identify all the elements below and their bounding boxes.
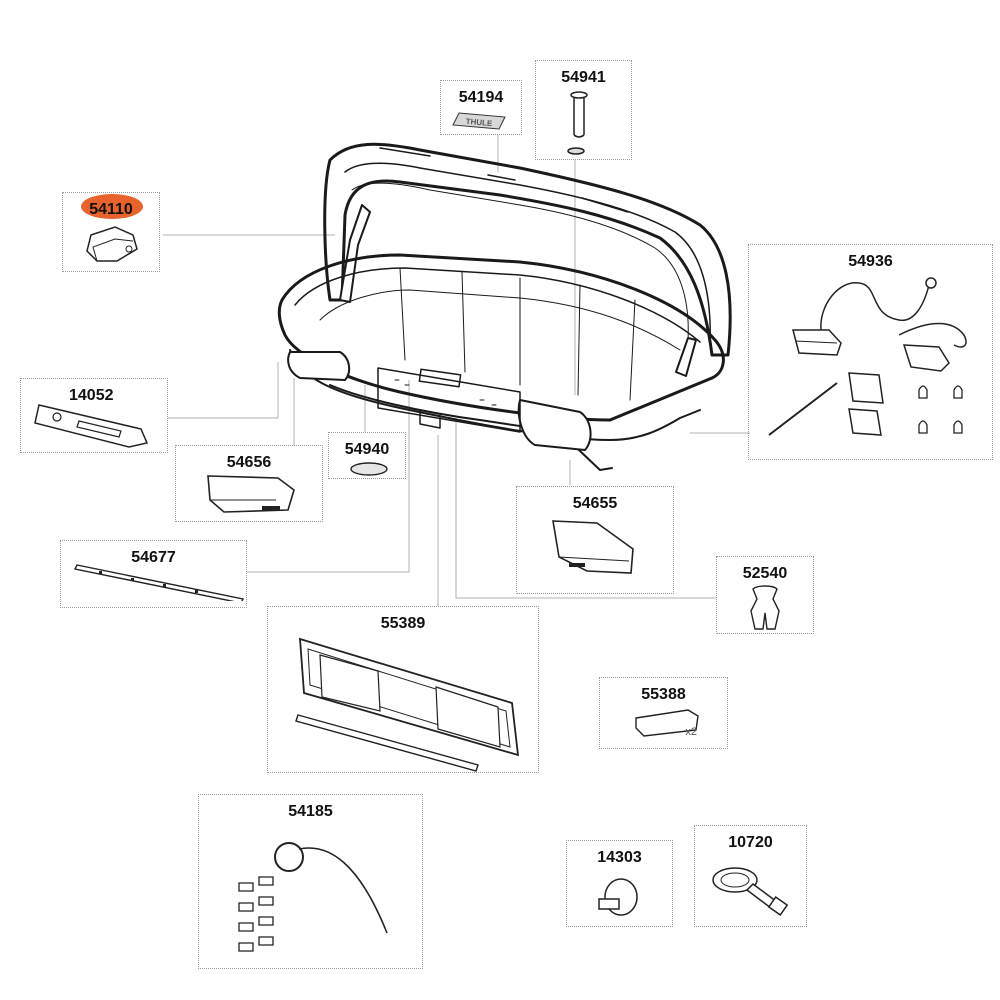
hinge-front: [339, 204, 371, 303]
hinge-rear: [675, 337, 697, 377]
part-number-54194: 54194: [458, 89, 504, 106]
highlight-marker: [81, 194, 143, 219]
part-box-54185[interactable]: 54185: [198, 794, 423, 969]
base-lower-shell: [329, 384, 613, 471]
lid-lifter-hinge-icon: [86, 226, 138, 262]
part-box-14303[interactable]: 14303: [566, 840, 673, 927]
part-number-10720: 10720: [728, 834, 773, 851]
part-box-14052[interactable]: 14052: [20, 378, 168, 453]
rear-light-housing-right-icon: [552, 520, 634, 574]
leader-14052: [168, 362, 279, 419]
part-box-54110[interactable]: 54110: [62, 192, 160, 272]
bottom-bracket: [419, 409, 441, 429]
part-box-54936[interactable]: 54936: [748, 244, 993, 460]
lid-inner-face: [351, 182, 689, 341]
part-number-52540: 52540: [742, 565, 788, 582]
part-number-54656: 54656: [226, 454, 272, 471]
base-inner-rim: [294, 267, 701, 343]
end-plug-icon: [635, 709, 699, 737]
part-number-55389: 55389: [380, 615, 426, 632]
part-number-54655: 54655: [572, 495, 618, 512]
base-ribs: [399, 267, 636, 401]
part-number-54936: 54936: [848, 253, 893, 270]
part-number-54110: 54110: [89, 201, 133, 218]
part-number-54940: 54940: [344, 441, 390, 458]
light-kit-with-cable-icon: [768, 277, 967, 436]
tail-light-left: [287, 351, 351, 381]
lid-top-trim: [379, 147, 629, 213]
part-box-54656[interactable]: 54656: [175, 445, 323, 522]
tail-light-right: [517, 399, 592, 451]
part-number-55388: 55388: [641, 686, 686, 703]
rear-light-housing-left-icon: [207, 475, 295, 513]
bolt-and-washer-icon: [567, 91, 588, 155]
part-number-54185: 54185: [288, 803, 333, 820]
part-box-54194[interactable]: 54194 THULE: [440, 80, 522, 135]
part-box-52540[interactable]: 52540: [716, 556, 814, 634]
base-rim: [277, 253, 725, 422]
part-number-54677: 54677: [131, 549, 176, 566]
lid-outer: [323, 142, 732, 357]
plate-logo: [418, 368, 462, 388]
knob-icon: [598, 878, 638, 916]
base-bottom: [289, 349, 701, 441]
leader-52540: [455, 420, 716, 599]
part-number-14052: 14052: [69, 387, 114, 404]
part-number-54941: 54941: [561, 69, 606, 86]
part-box-55388[interactable]: 55388 x2: [599, 677, 728, 749]
strap-with-buckle-icon: [712, 867, 789, 916]
part-box-55389[interactable]: 55389: [267, 606, 539, 773]
part-number-14303: 14303: [597, 849, 642, 866]
cargo-box-illustration: [277, 142, 732, 471]
cable-clip-icon: [750, 585, 780, 630]
quantity-label: x2: [685, 726, 697, 738]
key-ring-and-clips-icon: [238, 842, 388, 952]
license-plate-holder-icon: [295, 637, 520, 772]
round-cap-icon: [350, 462, 388, 476]
thule-logo-badge-icon: THULE: [452, 112, 506, 130]
part-box-54940[interactable]: 54940: [328, 432, 406, 479]
svg-text:THULE: THULE: [465, 117, 493, 128]
handle-with-lock-icon: [34, 404, 149, 448]
plate-mount: [377, 367, 521, 433]
part-box-54677[interactable]: 54677: [60, 540, 247, 608]
plate-holes: [394, 379, 497, 406]
base-interior: [319, 289, 681, 351]
rubber-strip-icon: [73, 564, 245, 601]
leader-54677: [247, 380, 410, 573]
part-box-54655[interactable]: 54655: [516, 486, 674, 594]
part-box-10720[interactable]: 10720: [694, 825, 807, 927]
part-box-54941[interactable]: 54941: [535, 60, 632, 160]
